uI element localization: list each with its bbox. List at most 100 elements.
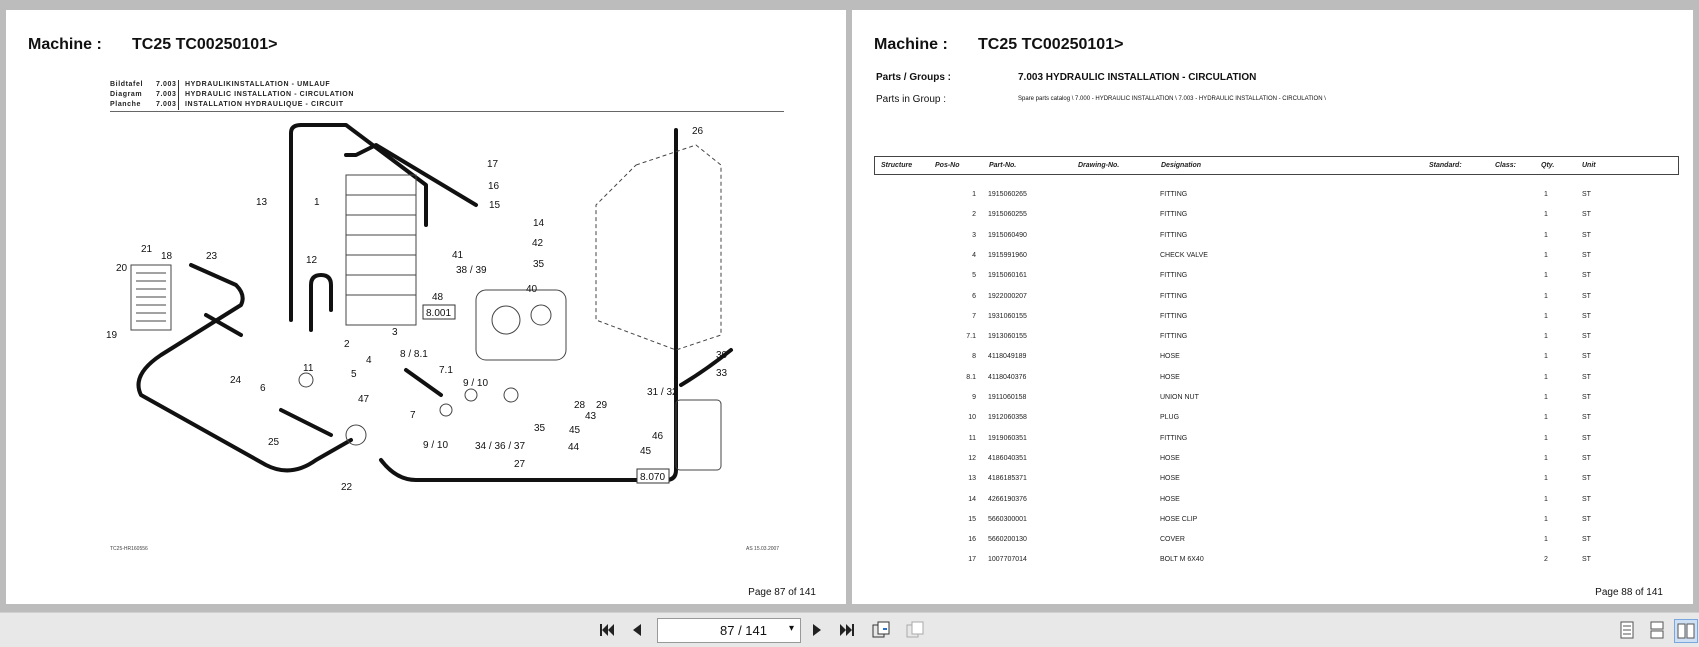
dropdown-caret-icon[interactable]: ▾ — [788, 623, 794, 634]
two-page-view-icon[interactable] — [1674, 619, 1698, 643]
cell-unit: ST — [1582, 556, 1591, 564]
cell-qty: 1 — [1544, 454, 1548, 462]
cell-unit: ST — [1582, 292, 1591, 300]
swivel-joint — [675, 399, 722, 471]
cell-pos-no: 1 — [972, 191, 976, 198]
cell-pos-no: 2 — [972, 211, 976, 219]
cell-pos-no: 10 — [968, 414, 976, 422]
machine-label: Machine : — [28, 36, 102, 53]
cell-part-no: 1912060358 — [988, 414, 1027, 422]
cell-part-no: 4266190376 — [988, 495, 1027, 503]
header-rule — [110, 111, 784, 112]
hydraulic-tank — [595, 144, 722, 351]
label-25: 25 — [268, 437, 280, 448]
label-14: 14 — [533, 218, 545, 229]
page-selector[interactable]: 87 / 141 ▾ — [657, 618, 801, 643]
fit-page-icon[interactable] — [904, 619, 926, 641]
single-page-view-icon[interactable] — [1616, 619, 1638, 641]
cell-designation: CHECK VALVE — [1160, 251, 1208, 259]
cell-pos-no: 14 — [968, 495, 976, 503]
label-9-10-b: 9 / 10 — [423, 440, 448, 451]
col-class: Class: — [1495, 162, 1517, 169]
cell-designation: HOSE — [1160, 495, 1180, 503]
parts-table-header: Structure Pos-No Part-No. Drawing-No. De… — [874, 156, 1679, 175]
label-27: 27 — [514, 459, 526, 470]
cell-pos-no: 11 — [968, 434, 976, 442]
label-11: 11 — [303, 363, 314, 374]
header-title: HYDRAULIC INSTALLATION - CIRCULATION — [178, 90, 354, 100]
label-35-b: 35 — [533, 259, 545, 270]
header-code: 7.003 — [156, 81, 177, 88]
cell-pos-no: 4 — [972, 251, 976, 259]
cell-pos-no: 3 — [972, 231, 976, 239]
label-21: 21 — [141, 244, 153, 255]
cell-part-no: 1007707014 — [988, 556, 1027, 564]
cell-designation: UNION NUT — [1160, 394, 1199, 401]
cell-unit: ST — [1582, 454, 1591, 462]
last-page-icon[interactable] — [836, 619, 858, 641]
hydraulic-diagram: 1 2 3 4 5 6 7 7.1 8 / 8.1 9 / 10 9 / 10 … — [106, 123, 733, 493]
hose-24 — [204, 313, 243, 337]
label-22: 22 — [341, 482, 353, 493]
cell-part-no: 1913060155 — [988, 333, 1027, 341]
cell-qty: 1 — [1544, 495, 1548, 503]
cell-part-no: 5660200130 — [988, 536, 1027, 544]
machine-header: Machine : TC25 TC00250101> — [874, 36, 1123, 54]
figure-ref-left: TC25-HR160556 — [110, 546, 148, 552]
cell-designation: FITTING — [1160, 434, 1188, 442]
cell-designation: COVER — [1160, 536, 1185, 544]
label-2: 2 — [344, 339, 350, 350]
cell-part-no: 4186185371 — [988, 475, 1027, 483]
cell-designation: HOSE — [1160, 454, 1180, 462]
cell-unit: ST — [1582, 333, 1591, 341]
cell-unit: ST — [1582, 251, 1591, 259]
cell-part-no: 4118040376 — [988, 373, 1027, 381]
hose-13 — [289, 123, 428, 322]
cell-unit: ST — [1582, 394, 1591, 401]
continuous-view-icon[interactable] — [1646, 619, 1668, 641]
cell-pos-no: 15 — [968, 515, 976, 523]
cell-part-no: 1919060351 — [988, 434, 1027, 442]
label-9-10-a: 9 / 10 — [463, 378, 488, 389]
cell-designation: HOSE CLIP — [1160, 515, 1198, 523]
label-43: 43 — [585, 411, 597, 422]
cell-part-no: 1915060161 — [988, 272, 1027, 280]
cell-designation: FITTING — [1160, 312, 1188, 320]
label-20: 20 — [116, 263, 128, 274]
cell-qty: 1 — [1544, 231, 1548, 239]
label-45-b: 45 — [640, 446, 652, 457]
label-1: 1 — [314, 197, 320, 208]
cell-designation: FITTING — [1160, 333, 1188, 341]
label-12: 12 — [306, 255, 318, 266]
next-page-icon[interactable] — [806, 619, 828, 641]
label-13: 13 — [256, 197, 268, 208]
first-page-icon[interactable] — [596, 619, 618, 641]
machine-value: TC25 TC00250101> — [132, 36, 278, 53]
cell-qty: 1 — [1544, 353, 1548, 361]
header-label: Bildtafel — [110, 81, 144, 88]
pump — [475, 289, 567, 361]
cell-unit: ST — [1582, 414, 1591, 422]
cell-qty: 1 — [1544, 312, 1548, 320]
cell-unit: ST — [1582, 515, 1591, 523]
cell-unit: ST — [1582, 231, 1591, 239]
rotate-icon[interactable] — [870, 619, 892, 641]
parts-groups-value: 7.003 HYDRAULIC INSTALLATION - CIRCULATI… — [1018, 72, 1257, 83]
cell-unit: ST — [1582, 475, 1591, 483]
prev-page-icon[interactable] — [626, 619, 648, 641]
parts-groups-label: Parts / Groups : — [876, 72, 952, 83]
label-30: 30 — [716, 350, 728, 361]
label-23: 23 — [206, 251, 218, 262]
